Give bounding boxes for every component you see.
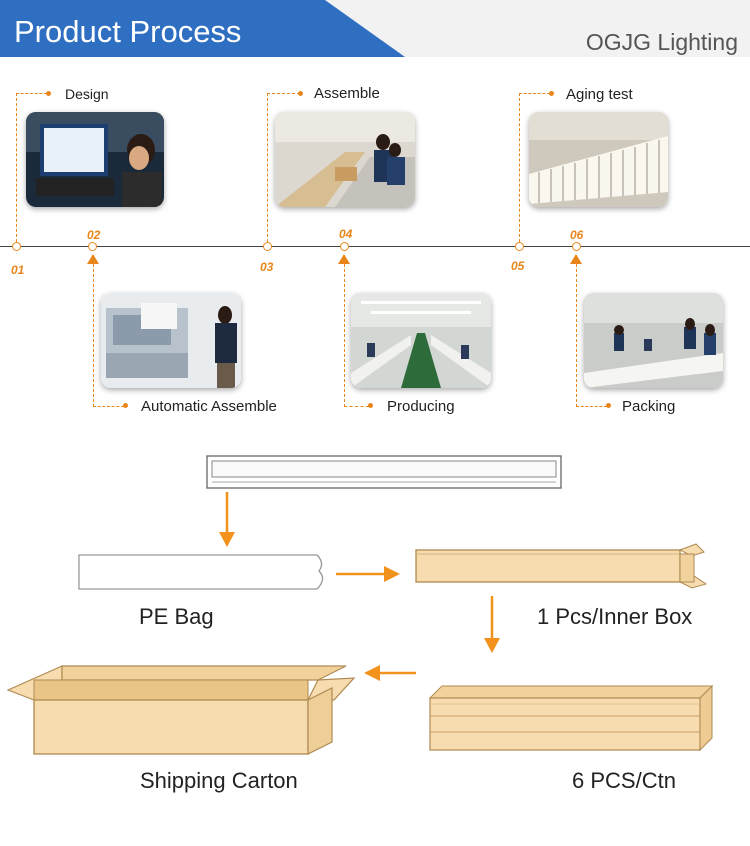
inner-box-illustration (415, 543, 708, 589)
step-number-04: 04 (339, 227, 353, 241)
step-label-automatic-assemble: Automatic Assemble (141, 398, 277, 415)
arrow-right-icon (336, 566, 400, 582)
automatic-assembly-machine-photo (101, 293, 241, 388)
step-leader-04 (344, 264, 369, 407)
step-number-03: 03 (260, 260, 274, 274)
step-leader-03 (267, 93, 300, 242)
inner-box-label: 1 Pcs/Inner Box (537, 604, 693, 629)
arrow-up-icon (87, 254, 99, 264)
timeline-node-06 (572, 242, 581, 251)
leader-dot-01 (46, 91, 51, 96)
step-label-assemble: Assemble (314, 85, 380, 102)
step-number-02: 02 (87, 228, 101, 242)
step-leader-01 (16, 93, 47, 242)
brand-name: OGJG Lighting (585, 29, 738, 55)
leader-dot-04 (368, 403, 373, 408)
step-label-aging-test: Aging test (566, 86, 633, 103)
step-number-06: 06 (570, 228, 584, 242)
page-title: Product Process (14, 14, 242, 49)
carton-count-label: 6 PCS/Ctn (572, 768, 676, 793)
timeline-node-04 (340, 242, 349, 251)
leader-dot-06 (606, 403, 611, 408)
step-label-design: Design (65, 86, 109, 102)
step-leader-05 (519, 93, 550, 242)
header-title-ribbon (0, 0, 405, 57)
step-leader-06 (576, 264, 607, 407)
shipping-carton-label: Shipping Carton (140, 768, 298, 793)
arrow-up-icon (570, 254, 582, 264)
leader-dot-02 (123, 403, 128, 408)
process-timeline (0, 246, 750, 247)
step-label-producing: Producing (387, 398, 455, 415)
timeline-node-02 (88, 242, 97, 251)
shipping-carton-illustration (6, 665, 356, 755)
timeline-node-03 (263, 242, 272, 251)
timeline-node-05 (515, 242, 524, 251)
led-tube-illustration (206, 455, 562, 489)
arrow-down-icon (484, 596, 500, 653)
aging-test-rack-photo (529, 112, 668, 207)
six-box-stack-illustration (428, 684, 714, 752)
arrow-down-icon (219, 492, 235, 547)
arrow-up-icon (338, 254, 350, 264)
step-number-01: 01 (11, 263, 25, 277)
arrow-left-icon (364, 665, 416, 681)
packing-workers-photo (584, 293, 723, 388)
step-leader-02 (93, 264, 124, 407)
timeline-node-01 (12, 242, 21, 251)
step-number-05: 05 (511, 259, 525, 273)
leader-dot-05 (549, 91, 554, 96)
designer-at-computer-photo (26, 112, 164, 207)
production-floor-photo (351, 293, 491, 388)
pe-bag-illustration (78, 554, 324, 590)
assembly-line-photo (275, 112, 415, 207)
leader-dot-03 (298, 91, 303, 96)
pe-bag-label: PE Bag (139, 604, 214, 629)
step-label-packing: Packing (622, 398, 676, 415)
